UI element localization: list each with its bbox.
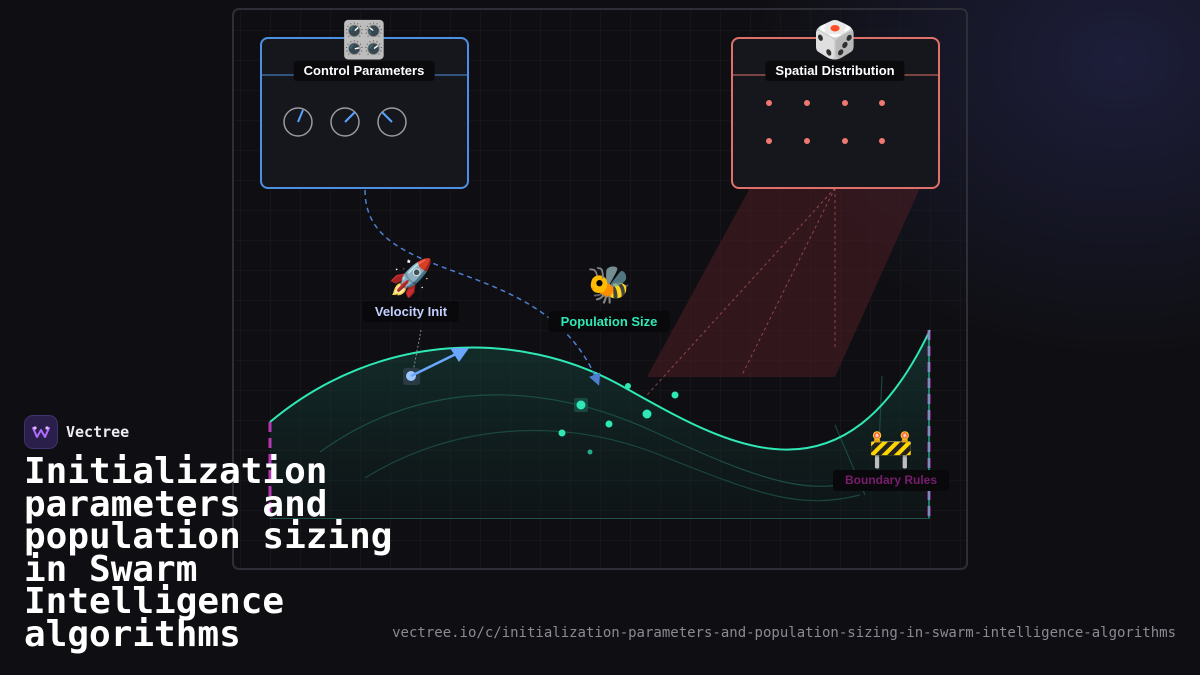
swarm-particles [558, 383, 679, 455]
spatial-dot-grid [766, 100, 885, 144]
velocity-init-label: Velocity Init [362, 301, 460, 322]
knob [377, 107, 407, 137]
landscape-contour [364, 430, 861, 502]
rocket-icon: 🚀 [388, 258, 434, 299]
bee-icon: 🐝 [586, 265, 632, 306]
projection-line [646, 187, 836, 396]
barrier-icon: 🚧 [868, 429, 914, 470]
control-parameters-label: Control Parameters [293, 61, 435, 81]
landscape-curve [269, 329, 931, 451]
brand-name: Vectree [66, 423, 130, 441]
velocity-arrowhead [450, 348, 469, 362]
landscape-base [270, 518, 930, 519]
projection-line [741, 187, 836, 376]
velocity-label-leader [412, 329, 422, 373]
brand: Vectree [24, 415, 129, 449]
knob [283, 107, 313, 137]
waveform-icon [24, 415, 58, 449]
page-title: Initialization parameters and population… [24, 451, 393, 655]
control-knobs-icon: 🎛️ [341, 20, 387, 61]
knob [330, 107, 360, 137]
velocity-vector [410, 351, 459, 378]
spatial-distribution-label: Spatial Distribution [765, 61, 905, 81]
projection-wedge [647, 188, 920, 377]
landscape-contour [877, 375, 883, 471]
dice-icon: 🎲 [812, 20, 858, 61]
population-size-label: Population Size [548, 311, 670, 332]
landscape-area [270, 330, 930, 518]
landscape-contour [319, 394, 881, 487]
boundary-rules-label: Boundary Rules [832, 470, 950, 491]
control-flow-connector [364, 189, 601, 386]
article-url[interactable]: vectree.io/c/initialization-parameters-a… [392, 625, 1176, 641]
